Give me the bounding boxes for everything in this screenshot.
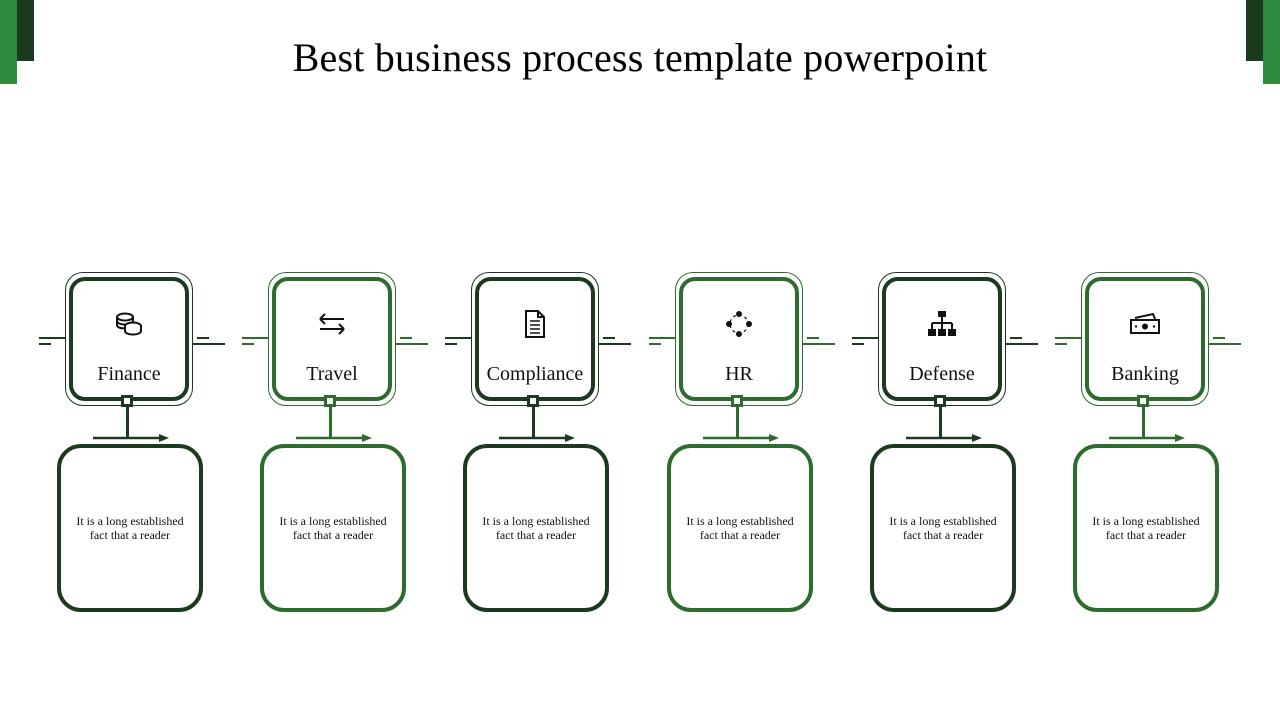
process-step: Compliance It is a long established fact… — [443, 272, 633, 614]
step-card: Travel — [272, 277, 392, 401]
arrow-right-icon — [296, 434, 372, 442]
side-line-left — [445, 337, 475, 339]
process-step: Travel It is a long established fact tha… — [240, 272, 430, 614]
side-line-right — [396, 343, 428, 345]
side-line-right — [1006, 343, 1038, 345]
corner-bar-light — [0, 0, 17, 84]
side-line-right-short — [603, 337, 615, 339]
step-card: Defense — [882, 277, 1002, 401]
arrow-right-icon — [499, 434, 575, 442]
side-line-left-short — [445, 343, 457, 345]
side-line-right-short — [400, 337, 412, 339]
description-box: It is a long established fact that a rea… — [260, 444, 406, 612]
step-description: It is a long established fact that a rea… — [686, 514, 794, 542]
arrow-right-icon — [93, 434, 169, 442]
connector-line — [736, 407, 739, 439]
connector-line — [532, 407, 535, 439]
description-box: It is a long established fact that a rea… — [463, 444, 609, 612]
description-box: It is a long established fact that a rea… — [1073, 444, 1219, 612]
step-label: HR — [725, 363, 753, 385]
corner-decoration-right — [1246, 0, 1280, 84]
connector-node — [527, 395, 539, 407]
step-card: Compliance — [475, 277, 595, 401]
step-label: Compliance — [486, 363, 584, 385]
side-line-right-short — [197, 337, 209, 339]
side-line-right-short — [807, 337, 819, 339]
side-line-left-short — [39, 343, 51, 345]
connector-node — [1137, 395, 1149, 407]
connector-line — [329, 407, 332, 439]
money-bills-icon — [1089, 309, 1201, 339]
side-line-left — [1055, 337, 1085, 339]
side-line-left-short — [242, 343, 254, 345]
description-box: It is a long established fact that a rea… — [870, 444, 1016, 612]
process-step: Finance It is a long established fact th… — [37, 272, 227, 614]
connector-node — [934, 395, 946, 407]
side-line-left — [649, 337, 679, 339]
step-description: It is a long established fact that a rea… — [76, 514, 184, 542]
swap-arrows-icon — [276, 309, 388, 339]
connector-node — [121, 395, 133, 407]
side-line-right — [1209, 343, 1241, 345]
description-box: It is a long established fact that a rea… — [667, 444, 813, 612]
step-card: Banking — [1085, 277, 1205, 401]
side-line-right — [803, 343, 835, 345]
side-line-left-short — [852, 343, 864, 345]
step-description: It is a long established fact that a rea… — [279, 514, 387, 542]
connector-line — [1142, 407, 1145, 439]
side-line-right — [193, 343, 225, 345]
process-step: HR It is a long established fact that a … — [647, 272, 837, 614]
step-description: It is a long established fact that a rea… — [889, 514, 997, 542]
side-line-left-short — [1055, 343, 1067, 345]
org-chart-icon — [886, 309, 998, 339]
document-icon — [479, 309, 591, 339]
connector-node — [324, 395, 336, 407]
description-box: It is a long established fact that a rea… — [57, 444, 203, 612]
step-card: Finance — [69, 277, 189, 401]
side-line-right — [599, 343, 631, 345]
side-line-right-short — [1213, 337, 1225, 339]
arrow-right-icon — [703, 434, 779, 442]
connector-node — [731, 395, 743, 407]
step-label: Finance — [97, 363, 161, 385]
coins-icon — [73, 309, 185, 339]
side-line-left — [242, 337, 272, 339]
process-step: Defense It is a long established fact th… — [850, 272, 1040, 614]
side-line-left — [39, 337, 69, 339]
connector-line — [939, 407, 942, 439]
arrow-right-icon — [906, 434, 982, 442]
side-line-right-short — [1010, 337, 1022, 339]
side-line-left — [852, 337, 882, 339]
side-line-left-short — [649, 343, 661, 345]
corner-bar-dark — [1246, 0, 1263, 61]
step-card: HR — [679, 277, 799, 401]
arrow-right-icon — [1109, 434, 1185, 442]
step-description: It is a long established fact that a rea… — [1092, 514, 1200, 542]
step-label: Travel — [306, 363, 358, 385]
step-label: Defense — [909, 363, 975, 385]
connector-line — [126, 407, 129, 439]
process-step: Banking It is a long established fact th… — [1053, 272, 1243, 614]
step-description: It is a long established fact that a rea… — [482, 514, 590, 542]
corner-decoration-left — [0, 0, 34, 84]
slide-title: Best business process template powerpoin… — [292, 35, 988, 80]
network-circle-icon — [683, 309, 795, 339]
corner-bar-light — [1263, 0, 1280, 84]
corner-bar-dark — [17, 0, 34, 61]
step-label: Banking — [1111, 363, 1179, 385]
